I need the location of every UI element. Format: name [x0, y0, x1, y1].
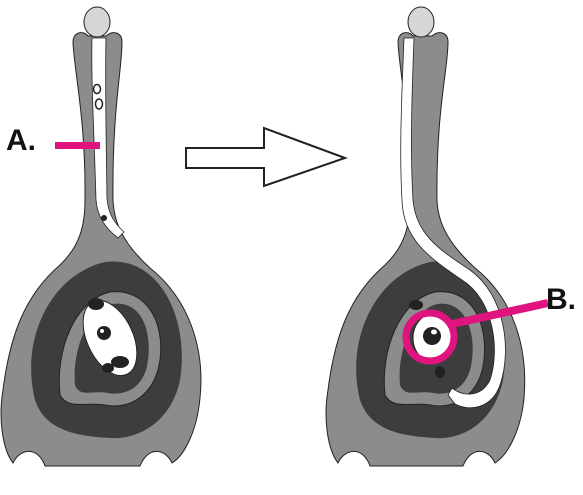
- label-a-marker: [55, 142, 100, 149]
- central-cell-highlight-left: [100, 329, 104, 333]
- label-a: A.: [6, 124, 36, 157]
- antipodal-left: [88, 298, 104, 310]
- pollen-tube-right: [400, 37, 506, 409]
- label-b-leader: [451, 299, 549, 328]
- tube-nucleus-1: [92, 83, 102, 95]
- egg-cell-left: [102, 363, 114, 373]
- zygote-nucleus-right: [423, 327, 441, 345]
- flower-right: [325, 6, 526, 467]
- label-b-ring: [402, 309, 458, 365]
- right-arrow-icon: [185, 126, 348, 188]
- micropyle-tip-right: [435, 366, 445, 378]
- label-b-group: B.: [402, 283, 576, 365]
- stigma-left: [83, 6, 111, 38]
- sperm-fusion-right: [431, 329, 437, 335]
- tube-nucleus-2: [94, 98, 104, 110]
- label-a-group: A.: [6, 124, 100, 157]
- stigma-right: [407, 6, 435, 38]
- label-b: B.: [546, 283, 576, 316]
- synergid-left: [111, 356, 129, 368]
- antipodal-right: [409, 300, 423, 310]
- tube-nucleus-3: [101, 215, 107, 221]
- flower-left: [0, 6, 202, 467]
- central-cell-nucleus-left: [97, 326, 111, 340]
